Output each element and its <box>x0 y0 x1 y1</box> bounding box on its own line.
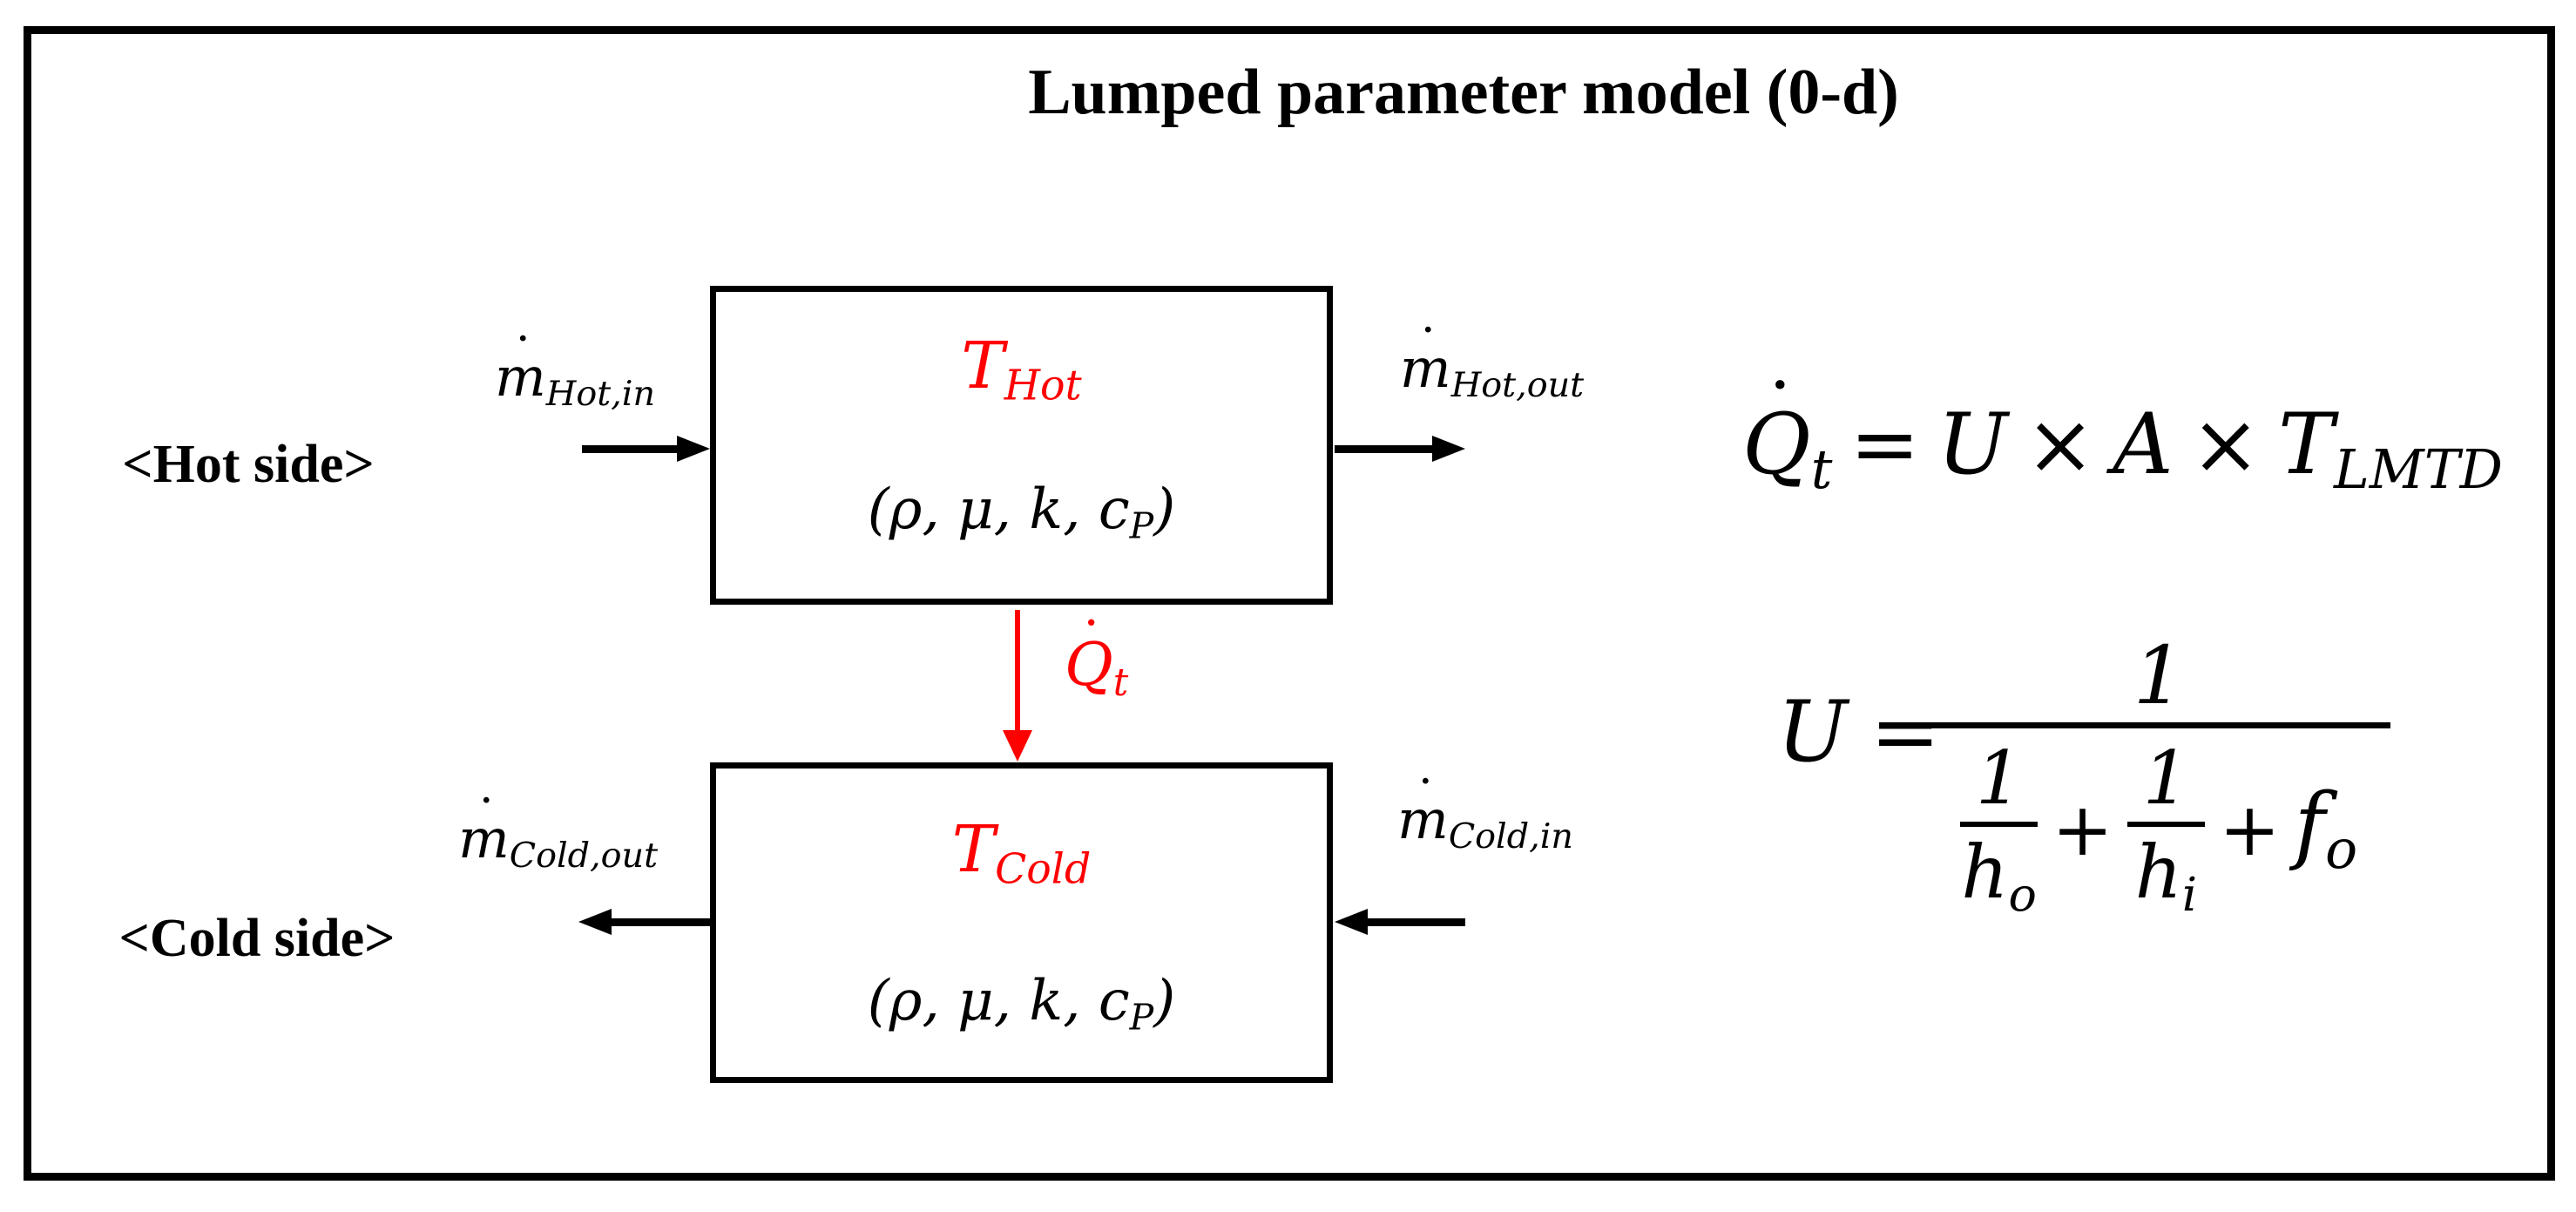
hot-inlet-arrow <box>582 436 710 462</box>
fraction-denominator: 1 ho + 1 hi + fo <box>1927 728 2390 920</box>
plus-operator: + <box>2219 786 2281 872</box>
heat-flow-label: ˙Qt <box>1065 610 1129 706</box>
m-dot-symbol: ˙m <box>457 788 510 870</box>
hot-outlet-arrow <box>1335 436 1465 462</box>
plus-operator: + <box>2052 786 2113 872</box>
hot-side-label: <Hot side> <box>122 435 375 494</box>
cold-side-label: <Cold side> <box>118 909 396 968</box>
cold-inlet-arrow <box>1335 909 1465 935</box>
q-dot-symbol: ˙Q <box>1742 367 1811 493</box>
cold-inlet-flow-label: ˙mCold,in <box>1397 769 1573 857</box>
hot-temperature-label: THot <box>961 328 1082 410</box>
m-dot-symbol: ˙m <box>1397 769 1449 851</box>
m-dot-symbol: ˙m <box>1399 317 1451 400</box>
overall-coefficient-fraction: 1 1 ho + 1 hi + fo <box>1927 631 2390 920</box>
arrow-head-right-icon <box>677 436 710 462</box>
heat-flow-arrow-line <box>1015 610 1020 732</box>
m-dot-symbol: ˙m <box>494 326 546 409</box>
arrow-head-left-icon <box>1335 909 1368 935</box>
diagram-title: Lumped parameter model (0-d) <box>1028 57 1899 128</box>
heat-transfer-equation: ˙Qt=U×A×TLMTD <box>1742 367 2503 502</box>
cold-outlet-flow-label: ˙mCold,out <box>457 788 659 877</box>
cold-temperature-label: TCold <box>951 812 1092 894</box>
inner-film-term: 1 hi <box>2126 739 2206 920</box>
heat-flow-arrow-head-icon <box>1003 730 1032 762</box>
hot-inlet-flow-label: ˙mHot,in <box>494 326 656 415</box>
cold-properties-label: (ρ, μ, k, cP) <box>867 969 1176 1039</box>
hot-fluid-box: THot (ρ, μ, k, cP) <box>710 286 1333 605</box>
arrow-line <box>1368 917 1465 926</box>
fouling-term: fo <box>2294 775 2358 881</box>
hot-outlet-flow-label: ˙mHot,out <box>1399 317 1585 406</box>
arrow-line <box>1335 444 1432 453</box>
cold-fluid-box: TCold (ρ, μ, k, cP) <box>710 762 1333 1083</box>
fraction-numerator: 1 <box>1927 631 2390 729</box>
arrow-head-left-icon <box>578 909 612 935</box>
arrow-line <box>612 917 710 926</box>
arrow-head-right-icon <box>1432 436 1465 462</box>
hot-properties-label: (ρ, μ, k, cP) <box>867 477 1176 547</box>
overall-coefficient-lhs: U= <box>1777 683 1941 781</box>
outer-film-term: 1 ho <box>1959 735 2038 922</box>
cold-outlet-arrow <box>578 909 710 935</box>
q-dot-symbol: ˙Q <box>1065 610 1113 700</box>
arrow-line <box>582 444 677 453</box>
